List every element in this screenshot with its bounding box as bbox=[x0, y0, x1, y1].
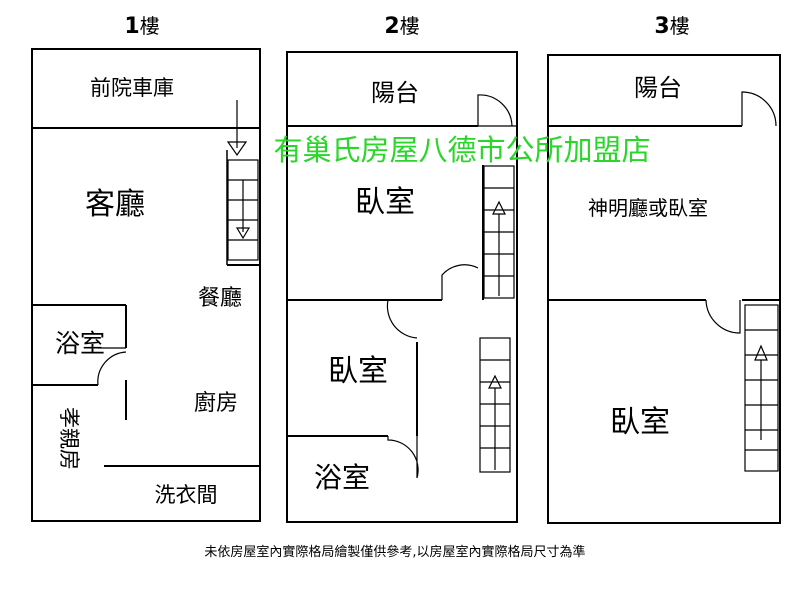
floor-1-plan bbox=[31, 48, 261, 522]
floor-2-bathroom-label: 浴室 bbox=[314, 461, 370, 494]
floor-3-bedroom-label: 臥室 bbox=[610, 405, 670, 440]
living-room-label: 客廳 bbox=[85, 187, 145, 222]
floor-3-balcony-label: 陽台 bbox=[634, 74, 682, 102]
floor-2-stairs bbox=[479, 165, 515, 473]
floor-2-plan bbox=[286, 51, 518, 523]
floor-1-title: 1樓 bbox=[124, 14, 159, 39]
floor-2-bedroom-2-label: 臥室 bbox=[328, 354, 388, 389]
floor-3-stairs bbox=[744, 304, 779, 472]
floor-3-title: 3樓 bbox=[654, 14, 689, 39]
front-garage-label: 前院車庫 bbox=[90, 76, 174, 100]
floor-3-plan bbox=[547, 54, 781, 524]
floor-1-bathroom-label: 浴室 bbox=[55, 329, 105, 358]
floor-1-stairs bbox=[226, 100, 259, 261]
floor-2-title: 2樓 bbox=[384, 14, 419, 39]
floor-2-bedroom-1-label: 臥室 bbox=[355, 185, 415, 220]
elder-room-label: 孝親房 bbox=[57, 407, 81, 470]
shrine-room-label: 神明廳或臥室 bbox=[588, 196, 708, 220]
footer-disclaimer: 未依房屋室內實際格局繪製僅供參考,以房屋室內實際格局尺寸為準 bbox=[204, 544, 585, 560]
floor-2-balcony-label: 陽台 bbox=[371, 79, 419, 107]
dining-room-label: 餐廳 bbox=[198, 286, 242, 311]
agency-watermark: 有巢氏房屋八德市公所加盟店 bbox=[273, 133, 650, 167]
laundry-label: 洗衣間 bbox=[155, 483, 218, 507]
kitchen-label: 廚房 bbox=[194, 391, 238, 416]
